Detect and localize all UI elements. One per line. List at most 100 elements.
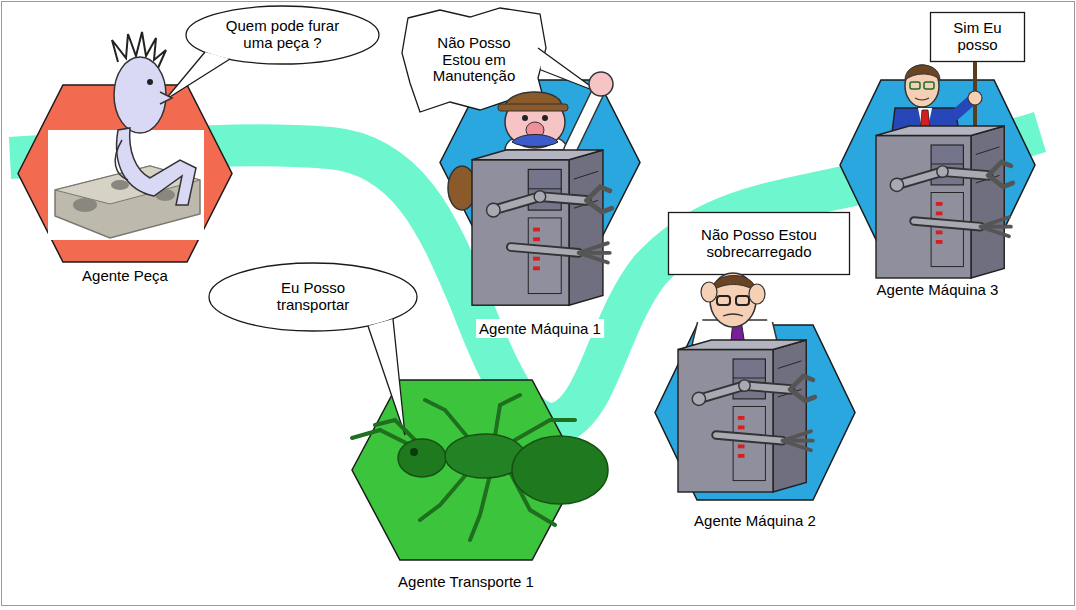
illustration-part xyxy=(112,32,166,68)
agent-hexagon: Agente Máquina 3 xyxy=(840,80,1035,250)
hexagon-shape xyxy=(655,325,855,500)
illustration-part xyxy=(730,320,746,358)
agent-label: Agente Máquina 1 xyxy=(476,319,604,338)
machine-3 xyxy=(876,62,1013,278)
agent-hexagon: Agente Transporte 1 xyxy=(352,380,580,560)
illustration-part xyxy=(114,57,166,133)
illustration-part xyxy=(905,65,939,107)
illustration-part xyxy=(723,314,743,316)
agent-label: Agente Transporte 1 xyxy=(395,572,537,591)
agent-label: Agente Máquina 3 xyxy=(874,280,1002,299)
illustration-part xyxy=(352,420,415,445)
agent-hexagon: Agente Peça xyxy=(18,85,232,262)
speech-bubble: Sim Eu posso xyxy=(930,12,1025,62)
speech-text: Quem pode furar uma peça ? xyxy=(220,18,345,52)
machine-1 xyxy=(448,72,613,305)
machine-2 xyxy=(678,273,815,492)
bubble-body: Quem pode furar uma peça ? xyxy=(185,5,380,65)
illustration-part xyxy=(512,436,608,504)
speech-bubble: Eu Posso transportar xyxy=(208,262,418,332)
illustration-part xyxy=(717,296,730,305)
illustration-part xyxy=(55,166,200,238)
illustration-part xyxy=(398,439,446,477)
illustration-part xyxy=(918,108,932,150)
speech-bubble: Não Posso Estou sobrecarregado xyxy=(668,212,850,275)
bubble-body: Eu Posso transportar xyxy=(208,262,418,332)
illustration-part xyxy=(678,340,815,492)
sign-shape xyxy=(931,13,1025,62)
illustration-part xyxy=(445,434,525,478)
illustration-part xyxy=(425,395,575,440)
speech-text: Não Posso Estou em Manutenção xyxy=(424,35,524,85)
illustration-part xyxy=(758,296,772,322)
node-outline xyxy=(18,85,232,262)
illustration-part xyxy=(749,284,765,304)
illustration-part xyxy=(115,140,128,180)
agent-label: Agente Máquina 2 xyxy=(691,511,819,530)
illustration-part xyxy=(470,188,490,192)
hexagon-shape xyxy=(352,380,580,560)
node-outline xyxy=(655,325,855,500)
illustration-part xyxy=(498,104,568,111)
illustration-part xyxy=(526,122,544,138)
illustration-part xyxy=(117,128,196,205)
bubble-tail xyxy=(538,48,600,93)
illustration-part xyxy=(736,296,749,305)
illustration-part xyxy=(919,110,932,150)
illustration-part xyxy=(73,198,97,212)
illustration-part xyxy=(48,130,204,240)
illustration-part xyxy=(542,115,548,121)
illustration-part xyxy=(711,276,756,293)
illustration-part xyxy=(472,150,612,305)
agent-label: Agente Peça xyxy=(79,266,171,285)
illustration-part xyxy=(589,72,613,96)
illustration-part xyxy=(55,166,200,204)
bubble-shape xyxy=(402,8,546,112)
illustration-part xyxy=(910,82,920,89)
bubble-tail xyxy=(368,319,405,435)
illustration-part xyxy=(505,134,568,151)
illustration-part xyxy=(420,470,555,540)
hexagon-shape xyxy=(840,80,1035,250)
illustration-part xyxy=(155,189,175,201)
illustration-part xyxy=(512,135,558,147)
hexagon-shape xyxy=(18,85,232,262)
illustration-part xyxy=(701,282,717,302)
illustration-part xyxy=(973,62,977,175)
speech-text: Sim Eu posso xyxy=(938,20,1018,54)
part-figure xyxy=(48,32,204,240)
illustration-part xyxy=(924,82,934,89)
illustration-part xyxy=(410,448,418,456)
bubble-tail xyxy=(165,52,230,100)
illustration-part xyxy=(111,180,129,190)
illustration-part xyxy=(448,166,476,210)
illustration-part xyxy=(968,91,982,105)
illustration-part xyxy=(522,115,528,121)
illustration-part xyxy=(505,96,565,148)
illustration-part xyxy=(955,100,972,115)
speech-bubble: Não Posso Estou em Manutenção xyxy=(400,8,548,112)
illustration-part xyxy=(570,92,598,150)
speech-bubble: Quem pode furar uma peça ? xyxy=(185,5,380,65)
illustration-part xyxy=(505,92,562,108)
illustration-part xyxy=(905,65,940,80)
ant xyxy=(352,395,608,540)
illustration-part xyxy=(696,292,708,322)
agent-hexagon: Agente Máquina 2 xyxy=(655,325,855,500)
illustration-part xyxy=(890,108,962,150)
speech-text: Não Posso Estou sobrecarregado xyxy=(679,227,839,261)
illustration-part xyxy=(915,98,929,100)
sign-shape xyxy=(669,213,850,275)
bubble-body: Não Posso Estou em Manutenção xyxy=(400,8,548,112)
illustration-part xyxy=(160,92,172,104)
bubble-body: Sim Eu posso xyxy=(930,12,1025,62)
node-outline xyxy=(840,80,1035,250)
illustration-part xyxy=(570,92,598,150)
illustration-part xyxy=(876,126,1013,278)
illustration-part xyxy=(710,273,756,327)
bubble-shape xyxy=(209,263,417,331)
node-outline xyxy=(352,380,580,560)
illustration-part xyxy=(692,320,778,345)
